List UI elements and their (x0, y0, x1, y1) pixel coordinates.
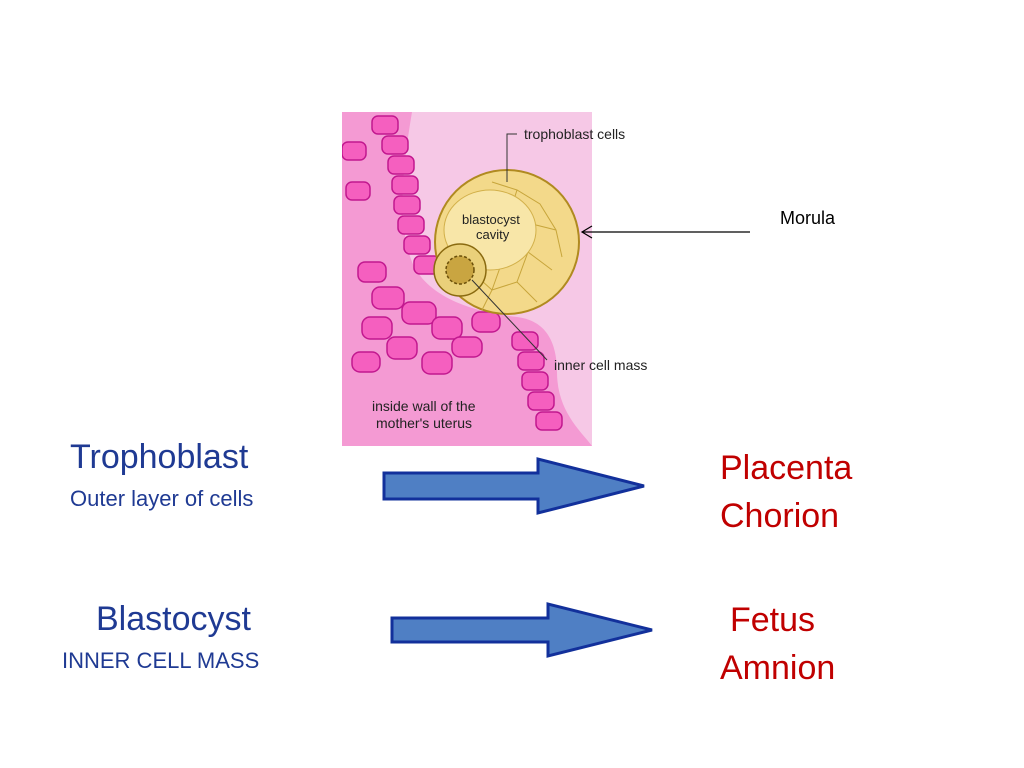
uterus-label-1: inside wall of the (372, 398, 476, 414)
blastocyst-cavity-label-1: blastocyst (462, 212, 520, 227)
inner-cell-mass-callout-line (471, 279, 548, 361)
trophoblast-cells-label: trophoblast cells (524, 126, 625, 142)
trophoblast-title: Trophoblast (70, 438, 249, 476)
morula-label: Morula (780, 208, 836, 228)
blastocyst-cavity-label-2: cavity (476, 227, 510, 242)
inner-cell-mass-label: inner cell mass (554, 357, 647, 373)
blastocyst-title: Blastocyst (96, 600, 251, 638)
placenta-label: Placenta (720, 449, 853, 487)
inner-cell-mass-core (445, 255, 475, 285)
trophoblast-callout-line (506, 133, 517, 182)
morula-pointer-arrow (580, 225, 750, 239)
uterus-label-2: mother's uterus (376, 415, 472, 431)
uterine-wall-cells (342, 115, 563, 431)
chorion-label: Chorion (720, 497, 840, 535)
amnion-label: Amnion (720, 649, 836, 687)
trophoblast-subtitle: Outer layer of cells (70, 486, 254, 511)
blastocyst-implantation-figure: trophoblast cells blastocyst cavity inne… (342, 112, 647, 446)
trophoblast-to-placenta-arrow (382, 457, 645, 515)
inner-cell-mass-subtitle: INNER CELL MASS (62, 648, 260, 673)
fetus-label: Fetus (730, 601, 816, 639)
blastocyst-to-fetus-arrow (390, 602, 653, 658)
